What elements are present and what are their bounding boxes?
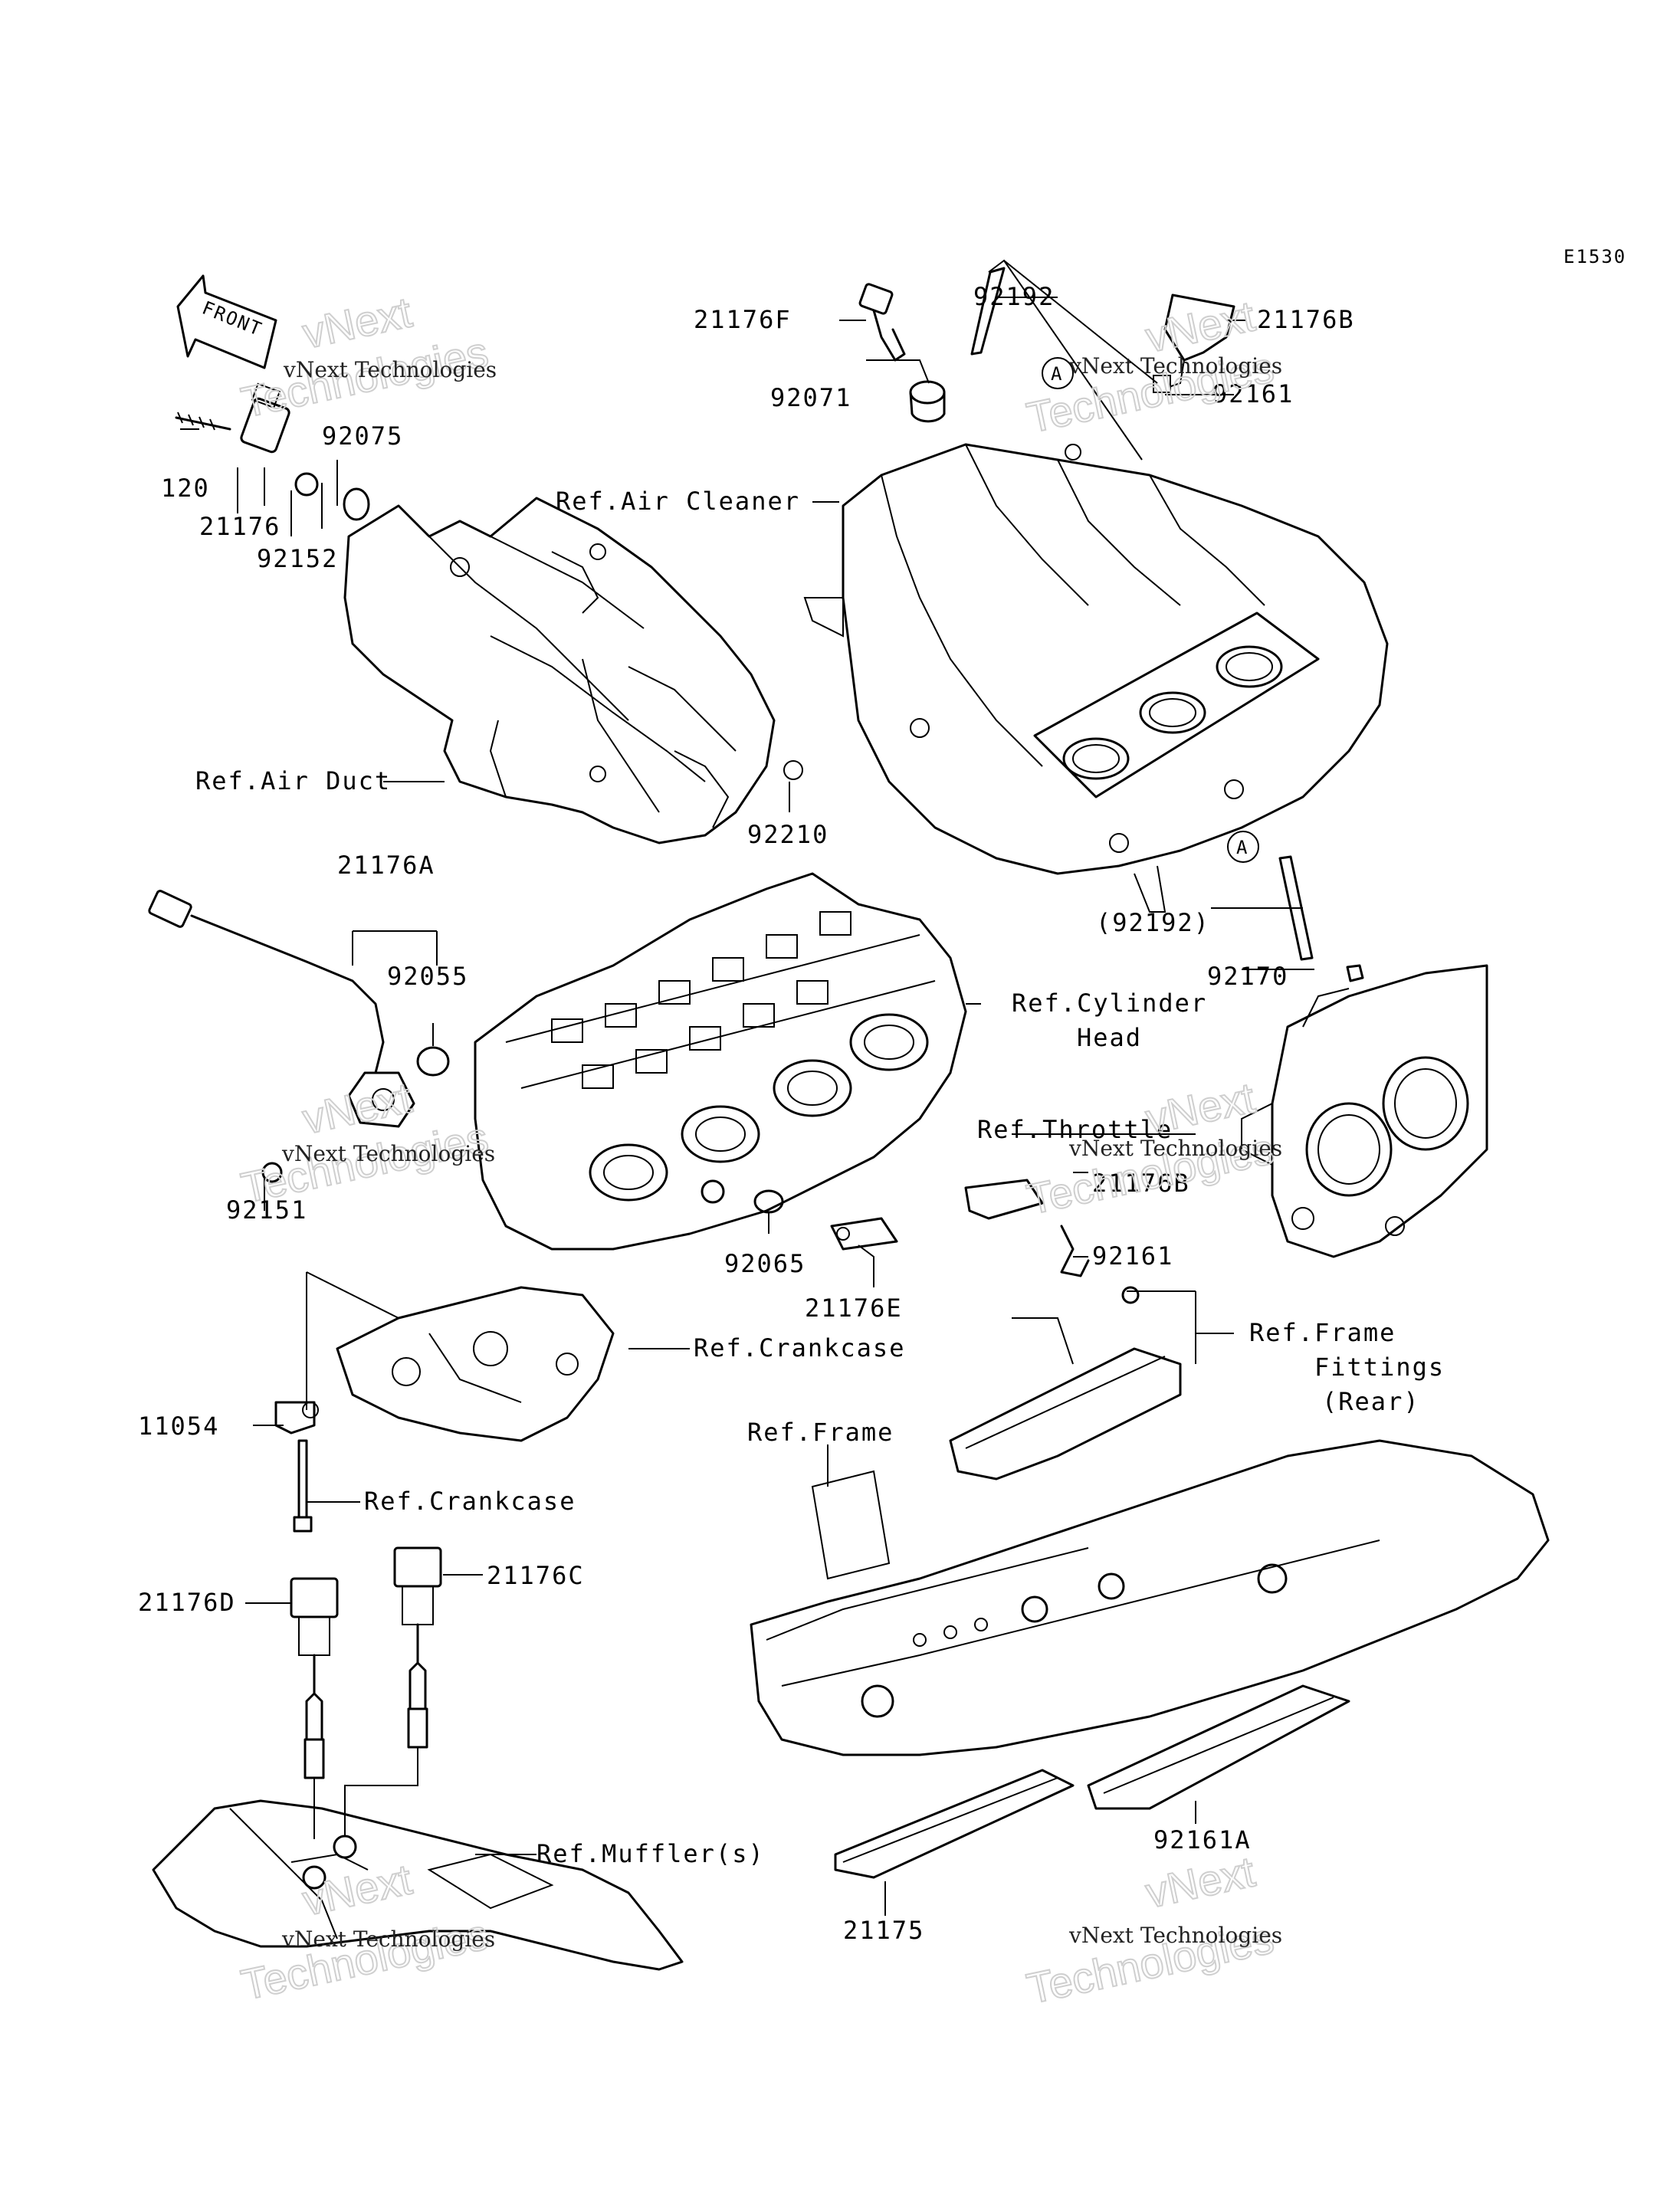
sensor-21176A-icon: [148, 890, 415, 1128]
ref-label: (Rear): [1322, 1387, 1420, 1416]
o-ring-92055-icon: [416, 1046, 450, 1077]
svg-text:Technologies: Technologies: [237, 1910, 492, 2009]
air-cleaner-illustration: [803, 443, 1389, 913]
ecu-92161A-icon: [1087, 1684, 1350, 1810]
sensor-21176B-top-icon: [1153, 293, 1235, 393]
part-label: 92210: [747, 820, 829, 849]
svg-text:vNext Technologies: vNext Technologies: [1068, 1923, 1282, 1948]
ref-label: Ref.Frame: [1249, 1318, 1396, 1347]
ref-label: Ref.Frame: [747, 1418, 894, 1447]
o2-sensor-21176C-icon: [393, 1546, 442, 1749]
diagram-code: E1530: [1564, 246, 1626, 267]
sensor-21176E-icon: [830, 1217, 898, 1251]
ref-label: Ref.Crankcase: [694, 1333, 905, 1362]
ref-label: Ref.Muffler(s): [536, 1839, 765, 1868]
watermark: vNext Technologies vNext Technologies: [236, 287, 497, 427]
watermark: vNext Technologies vNext Technologies: [1022, 1072, 1282, 1224]
ref-label: Fittings: [1314, 1353, 1445, 1382]
bolt-92151-icon: [261, 1162, 283, 1183]
ref-label: Ref.Crankcase: [364, 1487, 576, 1516]
part-label: 21175: [843, 1916, 924, 1945]
svg-text:vNext Technologies: vNext Technologies: [283, 357, 497, 382]
svg-text:vNext Technologies: vNext Technologies: [1068, 353, 1282, 379]
front-arrow-icon: FRONT: [176, 274, 277, 369]
ref-label: Head: [1077, 1023, 1142, 1052]
part-label: 92075: [322, 421, 403, 451]
part-label: 21176D: [138, 1588, 236, 1617]
part-label: 92065: [724, 1249, 806, 1278]
watermark: vNext Technologies vNext Technologies: [236, 1854, 495, 2009]
leader-lines: [180, 259, 1314, 1916]
ref-label: Ref.Cylinder: [1012, 989, 1207, 1018]
frame-fitting-rear-illustration: [949, 1286, 1182, 1481]
part-label: 92170: [1207, 962, 1288, 991]
part-label: 92192: [973, 282, 1055, 311]
part-label: 21176E: [805, 1294, 903, 1323]
sensor-21176B-mid-icon: [964, 1179, 1044, 1220]
svg-text:vNext Technologies: vNext Technologies: [281, 1141, 495, 1166]
part-label: 21176B: [1257, 305, 1355, 334]
crankcase-illustration: [336, 1286, 615, 1442]
svg-text:A: A: [1236, 837, 1249, 858]
ref-label: Ref.Air Cleaner: [556, 487, 800, 516]
svg-text:vNext: vNext: [298, 1854, 416, 1924]
svg-text:vNext: vNext: [1141, 1847, 1259, 1917]
watermark: vNext Technologies vNext Technologies: [236, 1072, 495, 1212]
part-label: 92071: [770, 383, 851, 412]
part-label: 21176: [199, 512, 281, 541]
part-label: 92151: [226, 1195, 307, 1225]
part-label: (92192): [1096, 908, 1210, 937]
pipe-92192-icon: [970, 267, 1006, 356]
ecu-21175-icon: [834, 1769, 1075, 1879]
svg-text:vNext Technologies: vNext Technologies: [1068, 1136, 1282, 1161]
part-label: 21176A: [337, 851, 435, 880]
bolt-crankcase-icon: [293, 1439, 313, 1533]
part-label: 92161A: [1153, 1825, 1252, 1854]
part-label: 92055: [387, 962, 468, 991]
sensor-21176F-icon: [858, 283, 906, 362]
part-label: 92161: [1092, 1241, 1173, 1271]
watermark: vNext Technologies vNext Technologies: [1022, 1846, 1282, 2013]
ref-marker-a-mid: A: [1227, 831, 1259, 863]
ref-label: Ref.Throttle: [977, 1115, 1173, 1144]
cylinder-head-illustration: [474, 872, 967, 1251]
muffler-illustration: [152, 1799, 684, 1971]
sensor-21176-icon: [175, 382, 803, 780]
part-label: 92161: [1212, 379, 1294, 408]
svg-text:A: A: [1051, 363, 1063, 385]
part-label: 21176C: [487, 1561, 585, 1590]
part-label: 120: [161, 474, 210, 503]
part-label: 21176F: [694, 305, 792, 334]
frame-illustration: [750, 1439, 1550, 1756]
ref-marker-a-top: A: [1042, 357, 1074, 389]
o2-sensor-21176D-icon: [290, 1577, 339, 1779]
air-duct-illustration: [343, 497, 776, 844]
ref-label: Ref.Air Duct: [195, 766, 391, 795]
part-label: 92152: [257, 544, 338, 573]
svg-text:vNext Technologies: vNext Technologies: [281, 1926, 495, 1952]
part-label: 11054: [138, 1412, 219, 1441]
grommet-92071-icon: [909, 380, 946, 423]
part-label: 21176B: [1092, 1169, 1190, 1198]
bracket-11054-icon: [274, 1401, 319, 1435]
throttle-body-illustration: [1241, 855, 1488, 1258]
grommet-92161-mid-icon: [1060, 1225, 1090, 1277]
